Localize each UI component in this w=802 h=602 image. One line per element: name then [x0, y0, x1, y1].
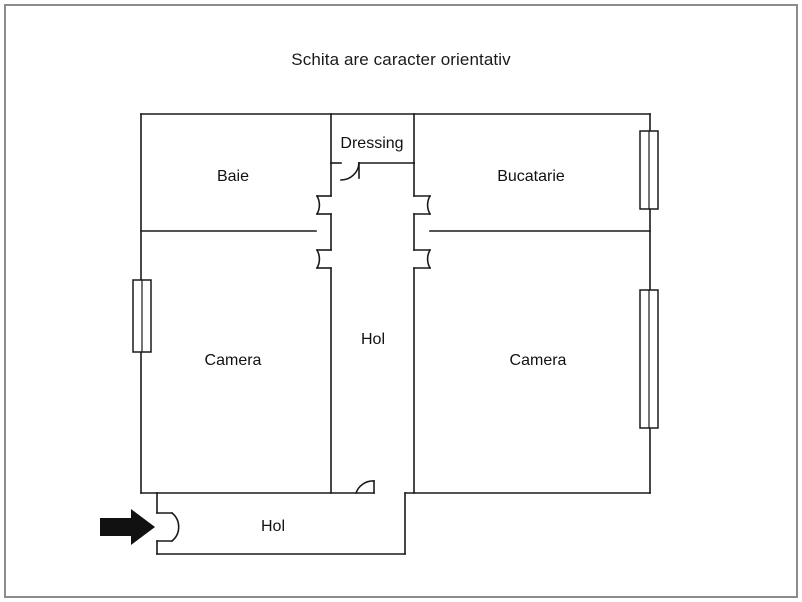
windows-group [132, 130, 659, 429]
door-arc-camera-hol [315, 248, 321, 270]
room-label-hol-intrare: Hol [261, 518, 285, 535]
room-label-camera-dreapta: Camera [510, 352, 567, 369]
page-border [4, 4, 798, 598]
window-mullions-group [141, 131, 650, 428]
room-label-bucatarie: Bucatarie [497, 168, 565, 185]
entrance-arrow [100, 509, 155, 545]
door-arc-hol-hol [354, 480, 375, 495]
door-arc-camera2-hol [426, 248, 432, 270]
room-label-dressing: Dressing [340, 135, 403, 152]
page-title: Schita are caracter orientativ [291, 50, 511, 69]
door-arc-bucatarie-hol [426, 194, 432, 216]
door-arc-entrance [170, 511, 180, 543]
room-label-hol-central: Hol [361, 331, 385, 348]
door-arc-baie-hol [315, 194, 321, 216]
room-label-baie: Baie [217, 168, 249, 185]
room-label-camera-stanga: Camera [205, 352, 262, 369]
door-arc-dressing [340, 162, 360, 181]
